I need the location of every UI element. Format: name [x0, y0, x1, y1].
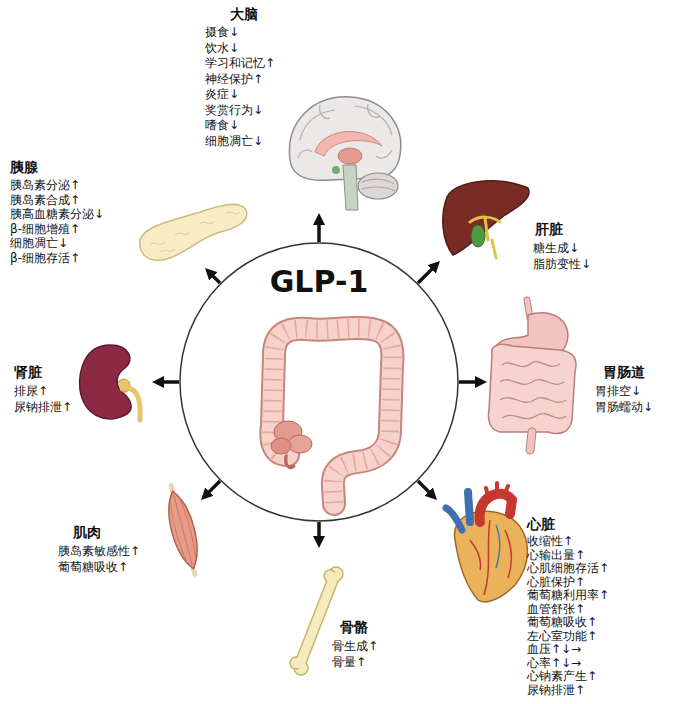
arrow-connector [418, 267, 434, 283]
effect-item: 饮水↓ [205, 41, 275, 57]
organ-group: 肝脏糖生成↓脂肪变性↓ [440, 170, 620, 275]
heart-illustration [446, 483, 527, 602]
organ-name: 心脏 [527, 515, 609, 533]
organ-name: 胃肠道 [603, 363, 653, 381]
effect-item: 心脏保护↑ [527, 576, 609, 590]
arrow-connector [161, 380, 179, 384]
text-column: 心脏收缩性↑心输出量↑心肌细胞存活↑心脏保护↑葡萄糖利用率↑血管舒张↑葡萄糖吸收… [527, 515, 609, 697]
organ-group: 肾脏排尿↑尿钠排泄↑ [10, 335, 152, 427]
arrow-connector [211, 274, 220, 283]
effect-item: β-细胞存活↑ [10, 251, 104, 266]
organ-name: 肝脏 [535, 220, 591, 238]
gi-tract-illustration [488, 300, 576, 450]
effect-item: 糖生成↓ [533, 240, 591, 256]
effect-item: 血管舒张↑ [527, 603, 609, 617]
organ-group: 心脏收缩性↑心输出量↑心肌细胞存活↑心脏保护↑葡萄糖利用率↑血管舒张↑葡萄糖吸收… [437, 470, 690, 700]
arrow-connector [317, 522, 321, 539]
effect-item: 心率↑↓→ [527, 657, 609, 671]
effect-item: 尿钠排泄↑ [14, 399, 72, 415]
organ-name: 骨骼 [340, 618, 378, 636]
effect-item: 学习和记忆↑ [205, 56, 275, 72]
effect-item: 骨生成↑ [332, 638, 378, 654]
organ-group: 大脑摄食↓饮水↓学习和记忆↑神经保护↑炎症↓奖赏行为↓嗜食↓细胞凋亡↓ [195, 5, 420, 213]
effect-item: 血压↑↓→ [527, 643, 609, 657]
colon-illustration [271, 328, 392, 504]
effect-item: 心输出量↑ [527, 549, 609, 563]
organ-name: 胰腺 [10, 158, 104, 176]
effect-item: 左心室功能↑ [527, 630, 609, 644]
effect-item: 尿钠排泄↑ [527, 684, 609, 698]
organ-name: 大脑 [230, 5, 275, 23]
effect-item: 胃肠蠕动↓ [595, 399, 653, 415]
arrow-connector [317, 222, 321, 242]
text-column: 骨骼骨生成↑骨量↑ [332, 618, 378, 670]
effect-item: β-细胞增殖↑ [10, 222, 104, 237]
text-column: 胰腺胰岛素分泌↑胰岛素合成↑胰高血糖素分泌↓β-细胞增殖↑细胞凋亡↓β-细胞存活… [10, 158, 104, 265]
liver-illustration [443, 181, 529, 258]
effect-item: 葡萄糖利用率↑ [527, 589, 609, 603]
effect-item: 胰岛素分泌↑ [10, 178, 104, 193]
text-column: 肾脏排尿↑尿钠排泄↑ [14, 363, 72, 415]
effect-item: 胰高血糖素分泌↓ [10, 207, 104, 222]
effect-item: 嗜食↓ [205, 118, 275, 134]
effect-item: 神经保护↑ [205, 72, 275, 88]
effect-item: 胰岛素合成↑ [10, 193, 104, 208]
effect-item: 奖赏行为↓ [205, 103, 275, 119]
hormone-circle: GLP-1 [179, 242, 459, 522]
effect-item: 骨量↑ [332, 654, 378, 670]
text-column: 大脑摄食↓饮水↓学习和记忆↑神经保护↑炎症↓奖赏行为↓嗜食↓细胞凋亡↓ [205, 5, 275, 149]
effect-item: 摄食↓ [205, 25, 275, 41]
organ-group: 骨骼骨生成↑骨量↑ [290, 548, 420, 683]
text-column: 肌肉胰岛素敏感性↑葡萄糖吸收↑ [58, 523, 140, 575]
effect-item: 收缩性↑ [527, 535, 609, 549]
text-column: 胃肠道胃排空↓胃肠蠕动↓ [595, 363, 653, 415]
pancreas-illustration [140, 204, 247, 260]
effect-item: 炎症↓ [205, 87, 275, 103]
kidney-illustration [80, 345, 141, 420]
organ-group: 胰腺胰岛素分泌↑胰岛素合成↑胰高血糖素分泌↓β-细胞增殖↑细胞凋亡↓β-细胞存活… [5, 155, 255, 268]
brain-illustration [289, 97, 400, 210]
organ-group: 肌肉胰岛素敏感性↑葡萄糖吸收↑ [50, 485, 201, 585]
effect-item: 葡萄糖吸收↑ [58, 559, 140, 575]
effect-item: 细胞凋亡↓ [10, 236, 104, 251]
effect-item: 葡萄糖吸收↑ [527, 616, 609, 630]
effect-item: 排尿↑ [14, 383, 72, 399]
text-column: 肝脏糖生成↓脂肪变性↓ [533, 220, 591, 272]
arrow-connector [207, 481, 220, 494]
hormone-name: GLP-1 [179, 264, 459, 300]
effect-item: 心钠素产生↑ [527, 670, 609, 684]
circle-border [180, 243, 458, 521]
effect-item: 胰岛素敏感性↑ [58, 543, 140, 559]
text-column: GLP-1 [179, 264, 459, 300]
arrow-connector [459, 380, 478, 384]
organ-group: 胃肠道胃排空↓胃肠蠕动↓ [487, 295, 687, 455]
effect-item: 心肌细胞存活↑ [527, 562, 609, 576]
organ-name: 肾脏 [14, 363, 72, 381]
muscle-illustration [160, 483, 206, 578]
effect-item: 细胞凋亡↓ [205, 134, 275, 150]
effect-item: 胃排空↓ [595, 383, 653, 399]
organ-name: 肌肉 [73, 523, 140, 541]
effect-item: 脂肪变性↓ [533, 256, 591, 272]
arrow-connector [418, 481, 431, 494]
